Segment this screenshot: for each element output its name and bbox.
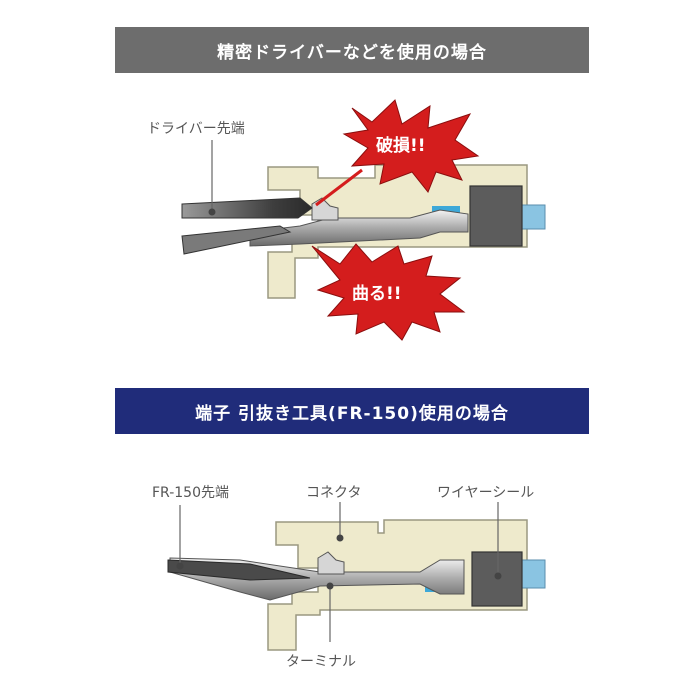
connector-housing-bottom [267,519,528,651]
leader-dot-terminal [326,582,334,590]
leader-dot-top [208,208,216,216]
screwdriver-lower [181,225,292,255]
wire-seal [469,185,523,247]
label-fr150-tip: FR-150先端 [152,485,229,501]
diagram-fr150: FR-150先端 コネクタ ワイヤーシール ターミナル [152,485,546,670]
section-title-top: 精密ドライバーなどを使用の場合 [115,27,589,73]
label-screwdriver-tip: ドライバー先端 [147,121,245,137]
label-bend: 曲る!! [352,284,402,304]
burst-damage [342,99,480,193]
burst-bend [311,243,466,341]
burst-damage-pointer [315,168,363,207]
section-title-bottom-text: 端子 引抜き工具(FR-150)使用の場合 [195,403,509,424]
screwdriver-tip [181,197,313,219]
leader-dot-connector [336,534,344,542]
diagram-screwdriver: ドライバー先端 破損!! 曲る!! [147,99,546,341]
fr150-tip [167,559,311,581]
section-title-top-text: 精密ドライバーなどを使用の場合 [217,42,487,63]
label-wire-seal: ワイヤーシール [437,485,534,501]
label-terminal: ターミナル [286,654,356,670]
section-title-bottom: 端子 引抜き工具(FR-150)使用の場合 [115,388,589,434]
leader-dot-seal [494,572,502,580]
terminal-spring-bottom [317,551,345,575]
label-connector: コネクタ [306,485,361,501]
leader-dot-fr150 [176,562,184,570]
label-damage: 破損!! [376,135,426,156]
